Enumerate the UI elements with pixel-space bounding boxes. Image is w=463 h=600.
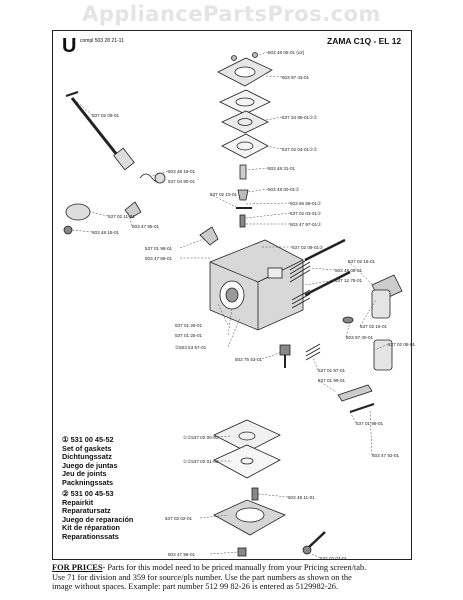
part-number-label: 537 02 02-01	[165, 516, 193, 521]
pricing-footer: FOR PRICES- Parts for this model need to…	[52, 563, 452, 592]
legend-number-1: 531 00 45-52	[70, 435, 114, 444]
metering-lever	[337, 384, 373, 402]
legend-line: Juego de reparación	[62, 514, 134, 524]
part-number-label: 503 47 96-01	[168, 552, 196, 557]
part-number-label: 503 75 53-01	[235, 357, 263, 362]
part-number-label: 537 02 11-01	[108, 214, 135, 219]
pump-gasket	[219, 89, 271, 115]
part-number-label: 537 01 99-01	[318, 378, 346, 383]
legend-marker-2: ②	[62, 489, 69, 498]
throttle-valve-disc	[65, 203, 91, 221]
fast-idle-lever	[199, 226, 219, 246]
legend-line: Dichtungssatz	[62, 452, 112, 462]
legend-line: Juego de juntas	[62, 460, 118, 470]
part-number-label: 503 48 19-01	[168, 169, 196, 174]
part-number-label: 537 02 08-01②	[292, 245, 324, 250]
part-number-label: 503 48 00-01②	[268, 187, 300, 192]
part-number-label: 537 01 98-01	[145, 246, 173, 251]
limiter-cap-right	[373, 339, 393, 371]
throttle-shaft	[65, 91, 135, 171]
footer-line-2: Use 71 for division and 359 for source/p…	[52, 572, 352, 582]
limiter-cap-large	[371, 274, 403, 319]
part-number-label: 537 04 90-01	[168, 179, 196, 184]
part-number-label: 537 02 10-01	[210, 192, 238, 197]
metering-diaphragm	[213, 419, 281, 453]
lever-pin	[349, 403, 375, 413]
small-ring	[342, 316, 354, 324]
section-letter: U	[62, 35, 77, 57]
screw-small	[63, 225, 73, 235]
part-number-label: 537 01 98-01	[356, 421, 384, 426]
legend-marker-1: ①	[62, 435, 69, 444]
lever-spring	[139, 172, 166, 184]
legend-line: Set of gaskets	[62, 443, 112, 453]
part-number-label: 503 47 89-01	[145, 256, 173, 261]
part-number-label: 503 66 59-01②	[290, 201, 322, 206]
part-number-label: 503 47 97-01②	[290, 222, 322, 227]
legend-line: Repairkit	[62, 497, 94, 507]
carburetor-model: ZAMA C1Q - EL 12	[327, 36, 402, 46]
legend-line: Packningssats	[62, 477, 114, 487]
footer-lead: FOR PRICES	[52, 563, 103, 572]
part-number-label: 537 02 04-01①②	[282, 147, 318, 152]
complete-assembly-number: compl 503 28 21-11	[80, 38, 124, 44]
pump-diaphragm	[221, 110, 269, 134]
part-number-label: 503 48 18-01	[92, 230, 120, 235]
part-number-label: 503 48 08-01	[335, 268, 363, 273]
spring-lower	[305, 343, 321, 361]
part-number-label: 537 02 03-01②	[290, 211, 322, 216]
legend-number-2: 531 00 45-53	[70, 489, 114, 498]
part-number-label: 537 02 09-01	[92, 113, 120, 118]
diagram-sheet	[52, 30, 412, 560]
part-number-label: 503 47 92-01	[372, 453, 400, 458]
part-number-label: 503 48 31-01	[268, 166, 296, 171]
cover-screw	[302, 531, 326, 555]
legend-line: Jeu de joints	[62, 469, 107, 479]
part-number-label: 537 01 25-01	[175, 333, 203, 338]
part-number-label: 537 02 16-01	[360, 324, 388, 329]
screw-bottom-left	[237, 547, 247, 557]
footer-line-3: image without spaces. Example: part numb…	[52, 582, 339, 592]
carburetor-body	[209, 239, 304, 331]
part-number-label: 503 47 95-01	[132, 224, 160, 229]
legend-line: Reparationssats	[62, 531, 119, 541]
legend-line: Reparatursatz	[62, 506, 111, 516]
part-number-label: 503 97 43-01	[282, 75, 310, 80]
part-number-label: ①②537 02 01-01	[183, 459, 219, 464]
part-number-label: 537 01 26-01	[175, 323, 203, 328]
metering-gasket	[213, 444, 281, 479]
part-number-label: 537 34 89-01①②	[282, 115, 318, 120]
part-number-label: 537 12 78-01	[335, 278, 363, 283]
part-number-label: 537 02 07-01	[320, 556, 348, 561]
part-number-label: 503 48 05-01 (x2)	[268, 50, 305, 55]
part-number-label: ②503 53 57-01	[175, 345, 207, 350]
legend-repair-kit: ② 531 00 45-53 Repairkit Reparatursatz J…	[62, 489, 134, 542]
idle-adjust-screw	[289, 238, 346, 283]
mixture-screw-h	[291, 270, 351, 309]
part-number-label: 537 02 06-01	[388, 342, 416, 347]
legend-gasket-set: ① 531 00 45-52 Set of gaskets Dichtungss…	[62, 435, 118, 488]
screw-lower-left	[279, 344, 291, 368]
pump-cover	[217, 52, 273, 87]
part-number-label: 503 97 40-01	[346, 335, 374, 340]
watermark: AppliancePartsPros.com	[82, 2, 381, 26]
footer-line-1: - Parts for this model need to be priced…	[102, 563, 367, 572]
metering-cover	[213, 487, 286, 536]
inlet-needle-parts	[236, 164, 252, 228]
part-number-label: 537 01 97-01	[318, 368, 346, 373]
legend-line: Kit de réparation	[62, 523, 120, 533]
pump-body-plate	[221, 133, 269, 159]
part-number-label: ①②537 02 00-01	[183, 435, 219, 440]
part-number-label: 503 48 11-01	[288, 495, 315, 500]
part-number-label: 537 02 16-01	[348, 259, 376, 264]
